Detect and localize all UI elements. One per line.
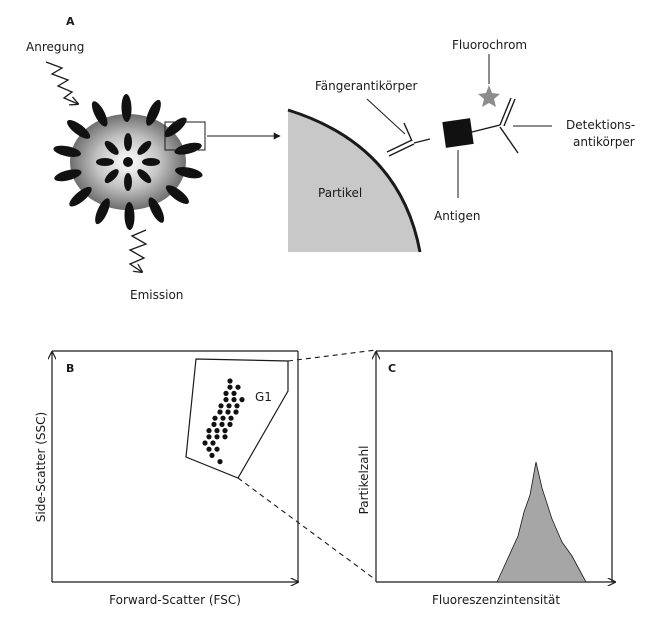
antibody-spike — [124, 133, 132, 151]
gate-g1 — [185, 358, 289, 479]
gate-dot — [227, 421, 233, 427]
gate-dot — [234, 403, 240, 409]
antibody-spike — [95, 198, 110, 225]
antibody-spike — [91, 101, 108, 127]
panel-b-letter: B — [66, 362, 74, 375]
particle — [288, 110, 420, 252]
antibody-spikes — [53, 94, 203, 230]
gate-dot — [223, 397, 229, 403]
panel-b-ylabel: Side-Scatter (SSC) — [34, 412, 48, 522]
gate-dot — [235, 384, 241, 390]
gate-dot — [218, 403, 224, 409]
zoom-box — [164, 121, 206, 151]
gate-dot — [231, 390, 237, 396]
gate-dot — [220, 415, 226, 421]
antibody-spike — [137, 140, 152, 155]
zoom-connector-top — [287, 349, 377, 362]
fluorochrome-label: Fluorochrom — [452, 38, 527, 52]
gate-dot — [227, 384, 233, 390]
gate-dot — [227, 378, 233, 384]
antibody-spike — [124, 173, 132, 191]
gate-dot — [206, 428, 212, 434]
particle-edge — [287, 108, 422, 253]
antibody-spike — [148, 197, 165, 223]
antibody-spike — [124, 202, 135, 230]
gate-dot — [214, 446, 220, 452]
zoom-connector-bottom — [237, 477, 377, 581]
gate-label: G1 — [255, 390, 272, 404]
capture-antibody-pointer — [366, 98, 406, 135]
panel-a-letter: A — [66, 15, 75, 28]
antibody-spike — [175, 167, 203, 179]
antigen — [442, 118, 474, 148]
gate-dot — [239, 397, 245, 403]
detection-antibody-label-line2: antikörper — [573, 135, 635, 149]
gate-dot — [223, 390, 229, 396]
capture-antibody — [386, 122, 431, 157]
panel-a: A Anregung Emission Partikel Fängerantik… — [26, 15, 635, 302]
panel-b-xlabel: Forward-Scatter (FSC) — [109, 593, 241, 607]
gate-dot — [231, 397, 237, 403]
antibody-spike — [54, 169, 82, 182]
gate-dot — [212, 415, 218, 421]
capture-antibody-label: Fängerantikörper — [315, 79, 417, 93]
antibody-spike — [146, 99, 161, 126]
emission-label: Emission — [130, 288, 183, 302]
histogram-peak — [496, 461, 587, 583]
particle-label: Partikel — [318, 186, 362, 200]
gate-dot — [211, 421, 217, 427]
panel-c-letter: C — [388, 362, 396, 375]
antibody-spike — [69, 186, 92, 207]
gate-dot — [233, 409, 239, 415]
detection-antibody — [471, 97, 519, 154]
antibody-spike — [53, 145, 81, 157]
emission-arrow — [128, 229, 148, 272]
excitation-arrow — [45, 61, 78, 104]
gate-dot — [214, 428, 220, 434]
gate-dot — [225, 409, 231, 415]
gate-dot — [219, 421, 225, 427]
antibody-spike — [104, 169, 119, 184]
gate-dot — [210, 440, 216, 446]
gate-dot — [222, 434, 228, 440]
detection-antibody-label-line1: Detektions- — [566, 118, 635, 132]
bead-core — [123, 157, 133, 167]
gate-dot — [206, 434, 212, 440]
antibody-spike — [174, 142, 202, 155]
gate-dot — [202, 440, 208, 446]
gate-dot — [214, 434, 220, 440]
gate-dot — [222, 428, 228, 434]
panel-c-xlabel: Fluoreszenzintensität — [432, 593, 560, 607]
gate-dot — [217, 409, 223, 415]
gate-dot — [217, 459, 223, 465]
antibody-spike — [142, 158, 160, 166]
gate-dot — [206, 446, 212, 452]
gate-dots — [202, 378, 245, 465]
gate-dot — [226, 403, 232, 409]
antibody-spike — [121, 94, 132, 122]
panel-c: C Partikelzahl Fluoreszenzintensität — [357, 350, 615, 607]
panel-c-ylabel: Partikelzahl — [357, 446, 371, 515]
antibody-spike — [96, 158, 114, 166]
gate-dot — [209, 452, 215, 458]
excitation-label: Anregung — [26, 40, 84, 54]
antibody-spike — [137, 169, 152, 184]
panel-b: B Side-Scatter (SSC) Forward-Scatter (FS… — [34, 350, 298, 607]
antibody-spike — [67, 120, 91, 139]
antibody-spike — [104, 140, 119, 155]
fluorochrome-star — [478, 85, 500, 107]
antigen-label: Antigen — [434, 209, 480, 223]
gate-dot — [228, 415, 234, 421]
antibody-spike — [165, 185, 189, 204]
